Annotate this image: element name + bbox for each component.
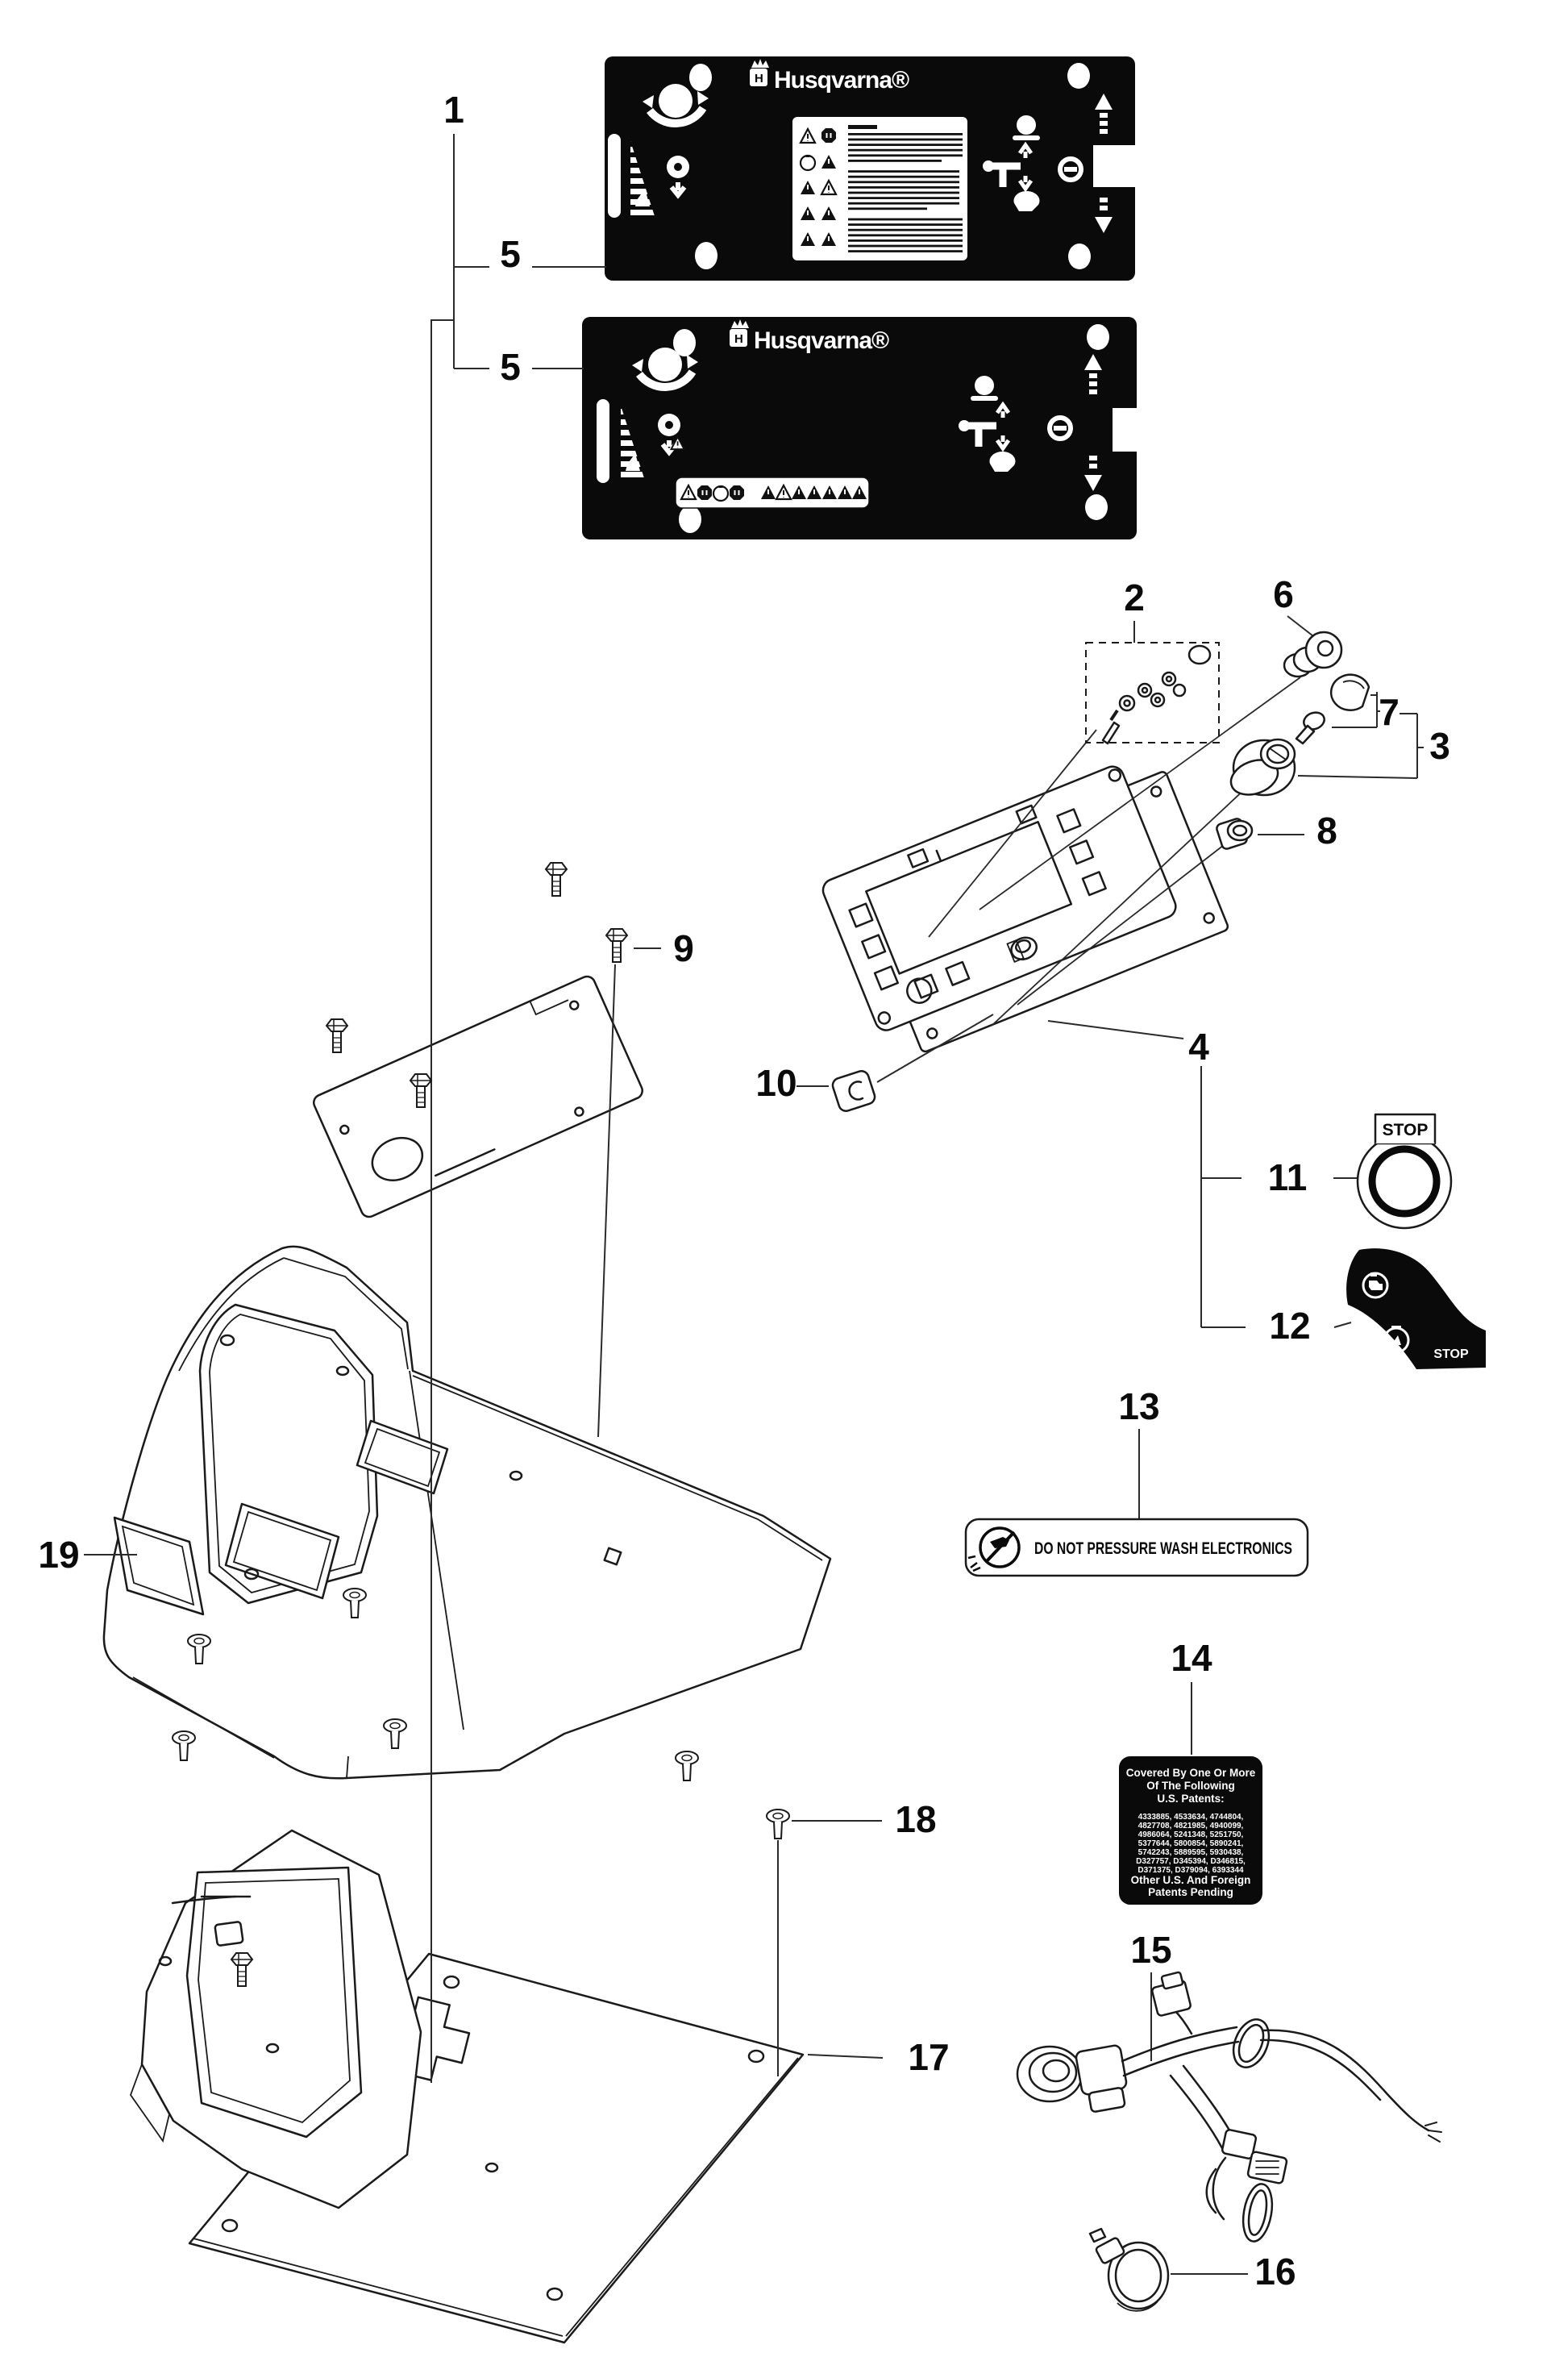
callout-4: 4 [1188, 1026, 1209, 1068]
warning-decal-panel-top: H Husqvarna® [605, 56, 1137, 281]
grommet [831, 1070, 876, 1112]
callout-17: 17 [908, 2036, 949, 2078]
knob-cap [1329, 673, 1370, 711]
callout-6: 6 [1273, 573, 1294, 615]
stop-decal-round: STOP [1356, 1113, 1453, 1230]
stop-decal-curved: STOP [1346, 1248, 1486, 1369]
pressure-wash-label: DO NOT PRESSURE WASH ELECTRONICS [964, 1518, 1309, 1577]
callout-3: 3 [1429, 725, 1450, 767]
brand-text: Husqvarna® [754, 327, 889, 354]
no-spray-icon [967, 1526, 1021, 1572]
hose-clamp [1088, 2227, 1170, 2312]
callout-12: 12 [1269, 1305, 1310, 1347]
patent-line: 5742243, 5889595, 5930438, [1138, 1848, 1244, 1857]
patent-line: U.S. Patents: [1157, 1793, 1224, 1805]
warning-icon-strip [670, 435, 870, 509]
choke-figure-icon [635, 189, 650, 206]
choke-ramp-icon [630, 141, 655, 216]
control-panel-plate [821, 765, 1177, 1031]
down-arrow-icon [1095, 198, 1113, 233]
down-arrow-icon [1084, 456, 1102, 491]
callout-11: 11 [1268, 1156, 1308, 1198]
callout-5: 5 [500, 346, 521, 388]
patent-line: Other U.S. And Foreign [1131, 1874, 1251, 1886]
ignition-switch [1229, 738, 1296, 797]
circle-minus-icon [1047, 415, 1073, 441]
callout-7: 7 [1379, 691, 1400, 733]
operator-icon [971, 376, 998, 401]
patent-line: D327757, D345394, D346815, [1136, 1857, 1246, 1866]
patent-line: 4333885, 4533634, 4744804, [1138, 1813, 1244, 1822]
patent-line: 4986064, 5241348, 5251750, [1138, 1830, 1244, 1839]
screw-18 [766, 1809, 790, 1839]
husqvarna-logo: H Husqvarna® [730, 319, 890, 354]
brand-text: Husqvarna® [774, 67, 909, 94]
patent-line: Patents Pending [1148, 1886, 1233, 1898]
warning-text-block [792, 117, 967, 260]
callout-18: 18 [895, 1798, 936, 1840]
patent-line: 4827708, 4821985, 4940099, [1138, 1822, 1244, 1830]
contact-kit [1085, 642, 1220, 745]
stop-text: STOP [1433, 1347, 1469, 1361]
rubber-plug [1216, 818, 1254, 850]
throttle-dial-icon [643, 84, 709, 127]
callout-15: 15 [1130, 1929, 1171, 1971]
svg-text:H: H [734, 332, 743, 346]
callout-10: 10 [755, 1062, 796, 1104]
screw-9 [605, 928, 628, 963]
warning-decal-panel-bottom: H Husqvarna® [582, 317, 1146, 539]
lever-icon [983, 141, 1034, 193]
mounted-switch [1006, 936, 1038, 963]
callout-1: 1 [443, 89, 464, 131]
ignition-icon [1383, 1326, 1410, 1354]
throttle-dial-icon [632, 348, 698, 391]
lower-console-housing [129, 1829, 422, 2209]
svg-text:H: H [755, 72, 763, 85]
patent-line: Of The Following [1146, 1780, 1234, 1792]
callout-19: 19 [38, 1534, 79, 1576]
patent-line: Covered By One Or More [1126, 1767, 1256, 1779]
pressure-wash-text: DO NOT PRESSURE WASH ELECTRONICS [1034, 1539, 1292, 1558]
circle-minus-icon [1058, 156, 1083, 182]
husqvarna-logo: H Husqvarna® [750, 59, 910, 94]
slider-slot-icon [608, 134, 621, 218]
patent-line: 5377644, 5800854, 5890241, [1138, 1839, 1244, 1848]
upper-console-housing [102, 1245, 832, 1780]
leader-lines [84, 134, 1424, 2275]
small-knob-icon [667, 156, 689, 199]
key [1295, 711, 1325, 745]
wire-harness [1016, 1971, 1442, 2243]
callout-5: 5 [500, 233, 521, 275]
callout-2: 2 [1124, 577, 1145, 618]
mount-hole-icon [689, 64, 712, 91]
operator-icon [1013, 115, 1040, 140]
lever-icon [959, 401, 1011, 452]
callout-16: 16 [1254, 2251, 1296, 2293]
patent-line: D371375, D379094, 6393344 [1138, 1866, 1244, 1875]
ignition-knob [1283, 631, 1343, 678]
cover-plate [313, 975, 643, 1218]
stop-text: STOP [1383, 1121, 1429, 1139]
callout-8: 8 [1316, 810, 1337, 852]
bell-icon [1013, 190, 1040, 211]
up-arrow-icon [1084, 354, 1102, 394]
callout-13: 13 [1118, 1385, 1159, 1427]
callout-14: 14 [1171, 1637, 1212, 1679]
engine-icon [1362, 1272, 1389, 1299]
callout-9: 9 [673, 927, 694, 969]
up-arrow-icon [1095, 94, 1113, 134]
